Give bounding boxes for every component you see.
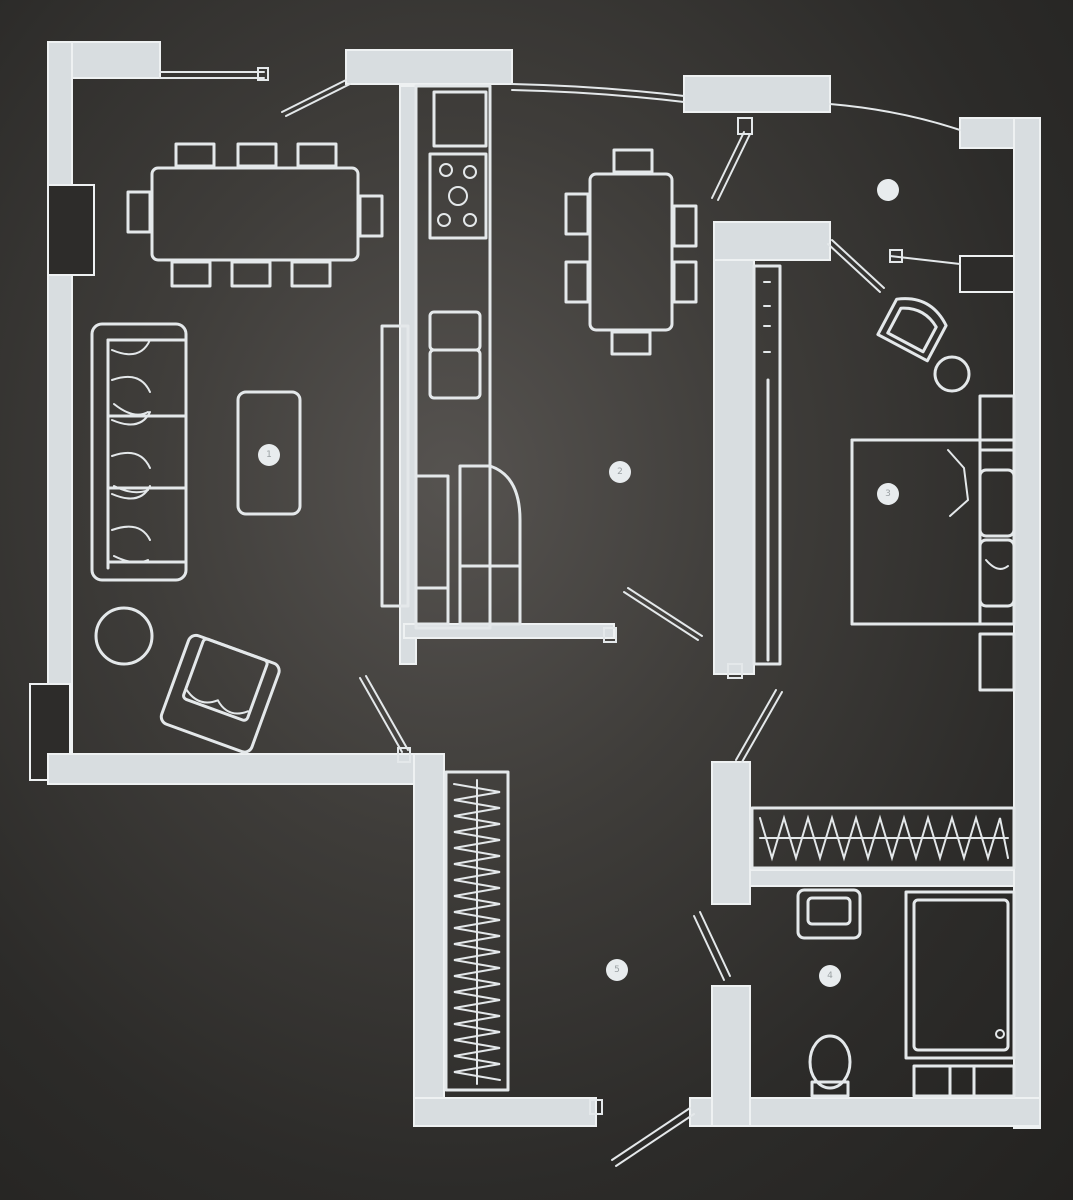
wall-lower-left: [47, 753, 439, 785]
bathtub: [904, 890, 1016, 1060]
kitchen-counter: [414, 84, 492, 630]
bedroom-side-table: [933, 355, 971, 393]
kitchen-pantry: [414, 464, 522, 626]
nightstand-bottom: [978, 632, 1016, 692]
nightstand-top: [978, 394, 1016, 452]
room-number-kitchen: 2: [617, 467, 623, 477]
living-room: 1: [90, 142, 384, 754]
door-living: [359, 675, 411, 763]
doors: [281, 79, 961, 1167]
wall-corridor-right-lower: [711, 985, 751, 1127]
bathroom: 4: [796, 888, 1016, 1098]
door-bathroom: [693, 911, 731, 981]
wall-top-middle: [345, 49, 513, 85]
room-marker-bedroom: [877, 483, 899, 505]
double-bed: [850, 438, 1016, 626]
bathroom-sink: [796, 888, 862, 940]
wall-bottom-left: [413, 1097, 597, 1127]
door-bedroom-balcony: [827, 239, 961, 293]
toilet: [808, 1034, 852, 1098]
windows: [159, 67, 961, 131]
coffee-table: [236, 390, 302, 516]
walls: [29, 41, 1041, 1129]
wall-top-left: [65, 41, 161, 79]
door-kitchen: [603, 587, 703, 643]
kitchen-chairs: [564, 148, 698, 356]
wardrobe-corridor: [750, 806, 1016, 870]
wall-left: [47, 41, 73, 783]
dining-table-small: [588, 172, 674, 332]
wall-top-window: [683, 75, 831, 113]
wall-kitchen-bottom: [403, 623, 615, 639]
room-number-hallway: 5: [614, 965, 620, 975]
bedroom-armchair: [876, 297, 948, 363]
sofa: [90, 322, 188, 582]
room-marker-hallway: [606, 959, 628, 981]
hallway: 5: [444, 770, 1016, 1092]
bedroom: 3: [752, 179, 1016, 692]
wardrobe-hallway: [444, 770, 510, 1092]
wall-bedroom-top: [713, 221, 831, 261]
door-living-window: [281, 79, 351, 117]
wall-bathroom-top: [749, 869, 1015, 887]
kitchen-shelf: [380, 324, 410, 608]
wall-corridor-left: [413, 753, 445, 1125]
stove-hob: [428, 152, 488, 240]
door-bedroom: [727, 663, 783, 763]
kitchen-fridge: [432, 90, 488, 148]
room-marker-living: [258, 444, 280, 466]
round-side-table: [94, 606, 154, 666]
door-entrance: [589, 1099, 695, 1167]
wall-pier-upper: [47, 184, 95, 276]
room-number-living: 1: [266, 450, 272, 460]
room-number-bedroom: 3: [885, 489, 891, 499]
door-kitchen-balcony: [711, 117, 753, 201]
wall-corridor-right-upper: [711, 761, 751, 905]
room-marker-bathroom: [819, 965, 841, 987]
dining-chairs: [126, 142, 384, 288]
wardrobe-bedroom: [752, 264, 782, 666]
wall-bedroom-left: [713, 221, 755, 675]
kitchen-sink: [428, 310, 482, 400]
wall-right: [1013, 117, 1041, 1129]
armchair: [159, 633, 281, 754]
room-number-bathroom: 4: [827, 971, 833, 981]
wall-bedroom-pier: [959, 255, 1015, 293]
room-marker-kitchen: [609, 461, 631, 483]
kitchen: 2: [380, 84, 698, 630]
bathroom-shelf: [912, 1064, 1016, 1098]
room-marker-bedroom-corner: [877, 179, 899, 201]
dining-table-large: [150, 166, 360, 262]
